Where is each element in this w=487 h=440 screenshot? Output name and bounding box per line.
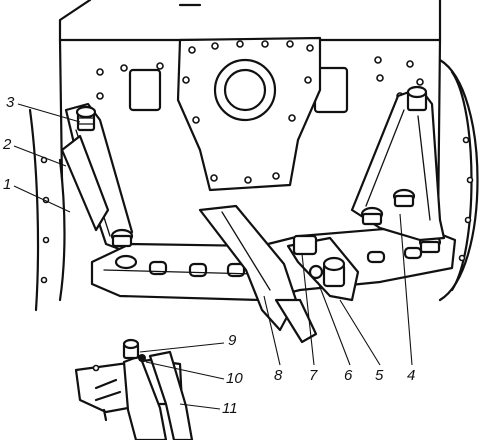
callout-6: 6 — [344, 367, 353, 384]
left-bracket — [60, 102, 134, 252]
right-bracket — [350, 85, 446, 242]
center-plate — [176, 36, 322, 192]
callout-5: 5 — [375, 367, 384, 384]
crossmember-bolts — [110, 228, 442, 270]
callout-3: 3 — [6, 94, 15, 111]
callout-leaders — [13, 103, 413, 410]
flywheel-rim — [438, 58, 479, 302]
left-frame-rail — [28, 108, 66, 312]
bolt-3 — [75, 105, 97, 132]
center-mount — [198, 204, 360, 344]
callout-11: 11 — [222, 400, 238, 417]
callout-1: 1 — [3, 176, 12, 193]
inset-detail — [74, 338, 194, 440]
callout-2: 2 — [3, 136, 12, 153]
callout-9: 9 — [228, 332, 237, 349]
callout-8: 8 — [274, 367, 283, 384]
callout-7: 7 — [309, 367, 318, 384]
callout-10: 10 — [226, 370, 243, 387]
callout-4: 4 — [407, 367, 416, 384]
